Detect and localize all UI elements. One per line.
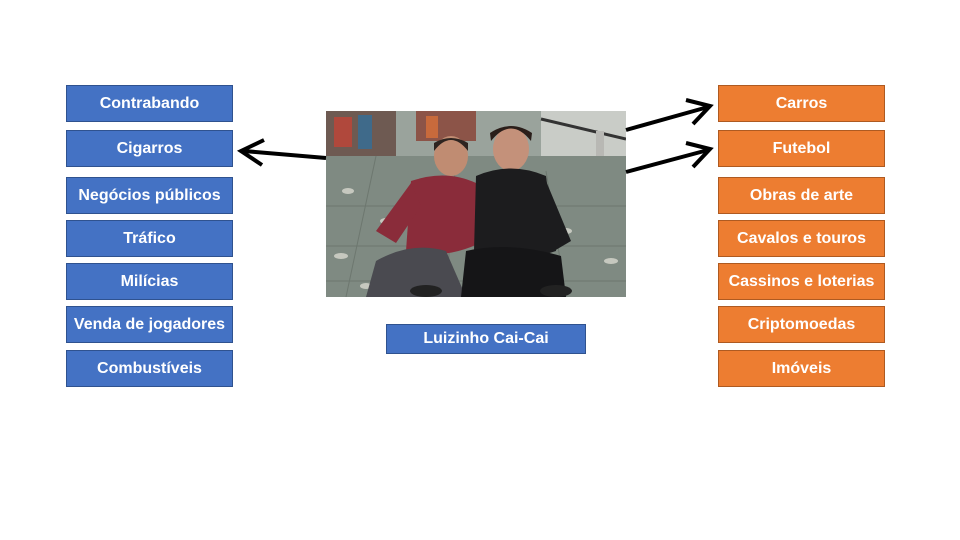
left-item-label: Tráfico <box>123 229 176 247</box>
right-item-label: Cassinos e loterias <box>728 272 875 290</box>
left-item-cigarros: Cigarros <box>66 130 233 167</box>
right-item-cassinos-e-loterias: Cassinos e loterias <box>718 263 885 300</box>
right-item-carros: Carros <box>718 85 885 122</box>
right-item-cavalos-e-touros: Cavalos e touros <box>718 220 885 257</box>
left-item-label: Venda de jogadores <box>73 315 226 333</box>
arrow-to-cigarros <box>236 138 327 167</box>
left-item-contrabando: Contrabando <box>66 85 233 122</box>
left-item-negocios-publicos: Negócios públicos <box>66 177 233 214</box>
left-item-label: Combustíveis <box>97 359 202 377</box>
left-item-label: Negócios públicos <box>78 186 221 204</box>
right-item-label: Cavalos e touros <box>737 229 866 247</box>
arrow-to-futebol <box>625 141 714 174</box>
center-caption: Luizinho Cai-Cai <box>386 324 586 354</box>
center-photo <box>326 111 626 297</box>
left-item-milicias: Milícias <box>66 263 233 300</box>
right-item-label: Imóveis <box>771 359 832 377</box>
left-item-combustiveis: Combustíveis <box>66 350 233 387</box>
right-item-label: Criptomoedas <box>747 315 856 333</box>
right-item-criptomoedas: Criptomoedas <box>718 306 885 343</box>
right-item-futebol: Futebol <box>718 130 885 167</box>
right-item-label: Obras de arte <box>749 186 854 204</box>
left-item-trafico: Tráfico <box>66 220 233 257</box>
left-item-venda-de-jogadores: Venda de jogadores <box>66 306 233 343</box>
caption-label: Luizinho Cai-Cai <box>423 330 549 347</box>
right-item-label: Carros <box>775 94 828 112</box>
right-item-obras-de-arte: Obras de arte <box>718 177 885 214</box>
left-item-label: Contrabando <box>99 94 200 112</box>
right-item-imoveis: Imóveis <box>718 350 885 387</box>
arrow-to-carros <box>625 98 714 132</box>
right-item-label: Futebol <box>772 139 831 157</box>
left-item-label: Milícias <box>120 272 179 290</box>
left-item-label: Cigarros <box>116 139 183 157</box>
